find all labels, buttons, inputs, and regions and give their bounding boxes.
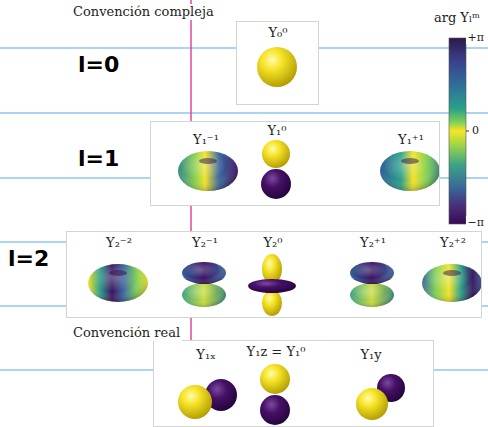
- l1-harmonics: [178, 140, 440, 199]
- panel-ground: [66, 231, 482, 318]
- harmonic-label: Y₁⁰: [267, 123, 286, 139]
- ring-lobe: [182, 262, 226, 284]
- colorbar-tick-label: −π: [466, 216, 486, 229]
- torus-shading: [88, 264, 148, 302]
- torus-dimple: [401, 158, 419, 164]
- section-heading: Convención compleja: [71, 4, 216, 20]
- ring-shading: [350, 262, 394, 284]
- ring-shading: [182, 262, 226, 284]
- negative-torus: [248, 279, 296, 293]
- harmonic-label: Y₂⁰: [263, 235, 282, 251]
- harmonics-panel: Y₁ₓ Y₁z = Y₁⁰ Y₁y: [153, 340, 434, 427]
- harmonic-label: Y₁ₓ: [196, 347, 215, 363]
- positive-lobe: [260, 364, 290, 394]
- handwritten-note: l=0: [76, 52, 121, 78]
- panel-grounds: [66, 21, 482, 427]
- ring-lobe: [350, 283, 394, 307]
- ring-shading: [350, 283, 394, 307]
- harmonic-label: Y₁y: [360, 347, 381, 363]
- panel-ground: [236, 21, 319, 105]
- torus-shading: [422, 264, 482, 302]
- sphere-lobe: [257, 47, 297, 87]
- l0-harmonics: [257, 47, 297, 87]
- colorbar-gradient: [449, 38, 466, 224]
- colorbar: [449, 38, 469, 224]
- ring-lobe: [350, 262, 394, 284]
- handwritten-note: l=1: [76, 146, 121, 172]
- ruled-line: [0, 112, 488, 113]
- positive-lobe: [178, 385, 212, 419]
- handwritten-note: l=2: [6, 246, 51, 272]
- ring-lobe: [182, 283, 226, 307]
- colorbar-tick-label: 0: [470, 124, 481, 137]
- negative-lobe: [261, 169, 291, 199]
- torus-lobe: [422, 264, 482, 302]
- negative-lobe: [260, 395, 290, 425]
- harmonic-label: Y₁z = Y₁⁰: [247, 344, 306, 360]
- torus-shading: [380, 151, 440, 191]
- torus-shading: [178, 151, 238, 191]
- harmonic-label: Y₂⁺²: [440, 235, 466, 251]
- harmonic-label: Y₂⁻¹: [192, 235, 218, 251]
- harmonic-label: Y₂⁻²: [106, 235, 132, 251]
- torus-lobe: [88, 264, 148, 302]
- torus-lobe: [178, 151, 238, 191]
- torus-dimple: [109, 270, 127, 276]
- harmonic-label: Y₁⁺¹: [398, 132, 424, 148]
- harmonics-panel: Y₀⁰: [236, 21, 319, 105]
- ring-shading: [182, 283, 226, 307]
- positive-lobe: [356, 388, 388, 420]
- harmonic-label: Y₀⁰: [268, 25, 287, 41]
- colorbar-tick-label: +π: [466, 31, 486, 44]
- torus-lobe: [380, 151, 440, 191]
- harmonic-label: Y₁⁻¹: [193, 132, 219, 148]
- colorbar-title: arg Yₗᵐ: [432, 10, 482, 26]
- torus-dimple: [199, 158, 217, 164]
- harmonic-label: Y₂⁺¹: [360, 235, 386, 251]
- positive-lobe: [262, 140, 290, 168]
- panel-ground: [150, 121, 440, 206]
- panel-ground: [153, 340, 434, 427]
- harmonics-panel: Y₁⁻¹ Y₁⁰ Y₁⁺¹: [150, 121, 440, 206]
- positive-lobe: [262, 290, 282, 316]
- real-harmonics: [178, 364, 405, 425]
- section-heading: Convención real: [71, 325, 182, 341]
- harmonics-panel: Y₂⁻² Y₂⁻¹ Y₂⁰ Y₂⁺¹ Y₂⁺²: [66, 231, 482, 318]
- colorbar-tick: [466, 131, 469, 132]
- torus-dimple: [443, 270, 461, 276]
- l2-harmonics: [88, 254, 482, 316]
